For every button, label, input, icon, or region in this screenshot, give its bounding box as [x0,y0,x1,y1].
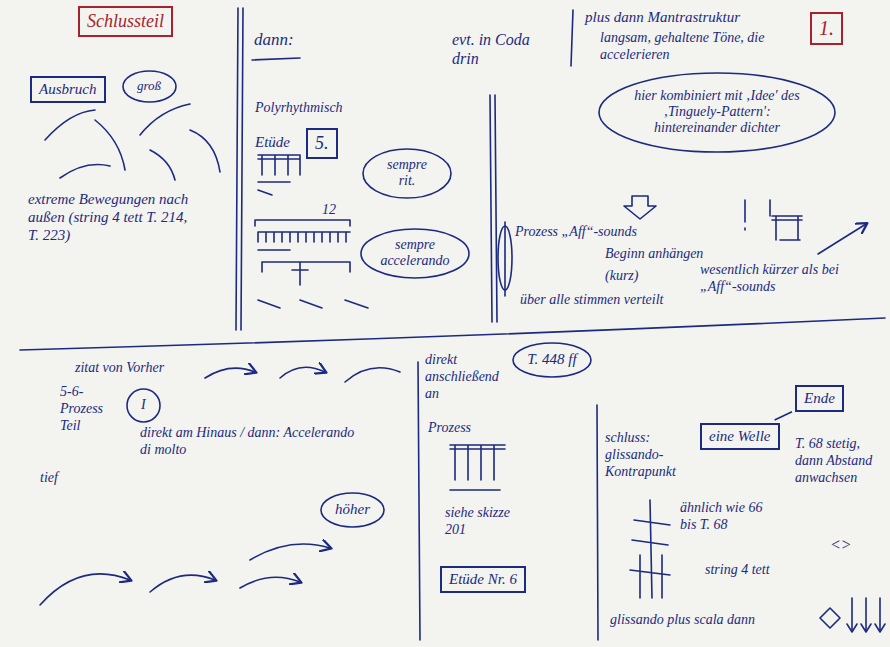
note-text: langsam, gehaltene Töne, die acceleriere… [600,30,800,64]
arrow-line [818,224,866,254]
separator-line [20,318,885,350]
node-text: eine Welle [709,428,771,445]
divider-line [597,405,598,640]
end-box: Ende [795,385,844,412]
note-text: string 4 tett [705,562,770,579]
gesture-curve [205,368,255,378]
note-text: T. 68 stetig, dann Abstand anwachsen [795,436,883,486]
number-box: 1. [810,12,843,45]
node-text: Ausbruch [39,81,97,98]
note-circle: groß [122,70,176,103]
divider-line [571,10,573,66]
note-text: über alle stimmen verteilt [520,292,663,309]
hairpin-diamond [820,608,840,628]
note-text: wesentlich kürzer als bei „Aff“-sounds [700,262,875,296]
gesture-curve [150,575,215,592]
node-text: I [141,397,146,413]
down-arrows [847,624,885,632]
gesture-curve [280,367,325,378]
accent-marks [258,300,368,308]
gesture-curve [45,104,220,180]
node-text: T. 448 ff [527,351,577,368]
note-text: Prozess [428,420,471,437]
idea-ellipse: hier kombiniert mit ‚Idee' des ‚Tinguely… [598,72,836,152]
node-text: 1. [819,17,834,40]
underline [252,58,300,60]
etude-box: Etüde Nr. 6 [440,566,526,593]
gesture-curve [250,544,330,560]
note-text: (kurz) [605,268,638,285]
note-text: plus dann Mantrastruktur [585,8,740,26]
music-notation [262,262,350,285]
divider-line [490,95,497,322]
note-text: schluss: glissando-Kontrapunkt [605,430,693,480]
node-text: dann: [254,30,294,50]
keyword-box: Ausbruch [30,76,106,103]
note-text: direkt anschließend an [425,352,507,402]
node-text: höher [335,501,370,518]
note-text: <> [830,535,852,554]
gesture-curve [40,574,130,605]
note-text: evt. in Coda drin [452,30,552,68]
note-text: direkt am Hinaus / dann: Accelerando di … [140,425,360,459]
section-title-box: Schlussteil [78,6,173,37]
note-text: Beginn anhängen [605,246,703,263]
tempo-circle: sempre accelerando [360,228,470,278]
node-text: hier kombiniert mit ‚Idee' des ‚Tinguely… [622,88,812,136]
measure-ellipse: T. 448 ff [512,342,592,377]
node-text: Etüde Nr. 6 [449,571,517,588]
music-notation [258,155,300,195]
glissando-lines [630,500,670,598]
music-notation [255,220,350,250]
note-text: Polyrhythmisch [255,100,343,117]
connector-line [775,412,792,420]
tempo-circle: sempre rit. [362,148,452,198]
gesture-curve [345,368,400,382]
node-text: sempre rit. [377,157,437,189]
note-text: ähnlich wie 66 bis T. 68 [680,500,772,534]
note-text: 5-6-Prozess Teil [60,384,122,434]
node-text: 5. [315,133,329,154]
note-text: zitat von Vorher [75,360,164,377]
note-text: Etüde [255,133,290,151]
part-circle: I [126,388,161,422]
keyword-box: eine Welle [700,423,780,450]
note-circle: höher [320,492,385,527]
music-notation [450,445,505,490]
number-box: 5. [306,128,338,159]
note-text: glissando plus scala dann [610,612,755,629]
node-text: sempre accelerando [375,237,455,269]
note-text: tief [40,470,58,487]
note-text: 12 [322,202,336,219]
gesture-curve [240,577,300,588]
hollow-arrow [624,196,656,219]
node-text: groß [137,79,161,94]
note-text: extreme Bewegungen nach außen (string 4 … [28,190,198,244]
divider-line [236,8,243,330]
divider-line [418,362,420,640]
note-text: siehe skizze 201 [445,505,520,539]
node-text: Schlussteil [87,11,164,32]
note-text: Prozess „Aff“-sounds [515,224,637,241]
node-text: Ende [804,390,835,407]
heading-text: dann: [252,28,296,52]
